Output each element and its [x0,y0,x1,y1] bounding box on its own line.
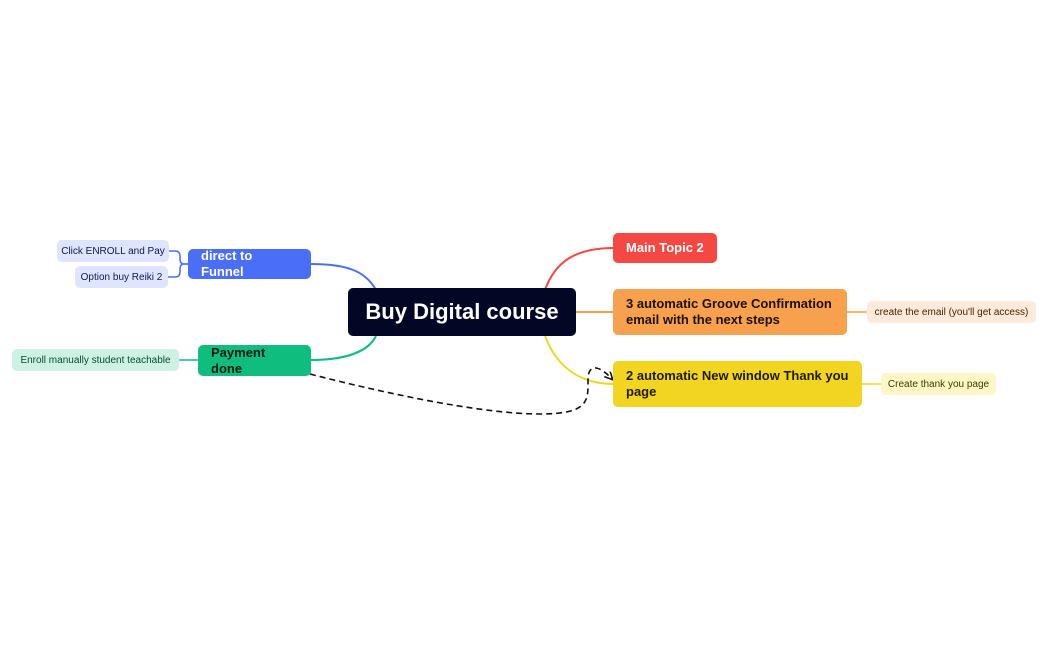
topic-label: 3 automatic Groove Confirmation email wi… [626,296,832,327]
topic-groove-confirmation[interactable]: 3 automatic Groove Confirmation email wi… [613,289,847,335]
subtopic-create-thank-you-page[interactable]: Create thank you page [881,373,996,395]
subtopic-option-buy-reiki-2[interactable]: Option buy Reiki 2 [75,266,168,288]
connector-thank-you-page [544,335,615,385]
topic-thank-you-page[interactable]: 2 automatic New window Thank you page [613,361,862,407]
relationship-link[interactable] [309,367,612,415]
subtopic-click-enroll-and-pay[interactable]: Click ENROLL and Pay [57,240,169,262]
central-topic[interactable]: Buy Digital course [348,288,576,336]
subtopic-label: create the email (you'll get access) [874,306,1029,318]
central-topic-label: Buy Digital course [365,299,559,324]
topic-payment-done[interactable]: Payment done [198,345,311,376]
connector-click-enroll [169,250,188,265]
topic-direct-to-funnel[interactable]: direct to Funnel [188,248,311,279]
topic-label: Main Topic 2 [626,240,704,255]
topic-label: Payment done [211,344,266,376]
subtopic-create-email[interactable]: create the email (you'll get access) [867,301,1036,323]
connector-main-topic-2 [544,247,615,291]
topic-label: direct to Funnel [201,248,253,279]
subtopic-label: Click ENROLL and Pay [61,245,165,257]
connector-option-reiki [167,263,188,278]
topic-label: 2 automatic New window Thank you page [626,368,849,399]
topic-main-topic-2[interactable]: Main Topic 2 [613,233,717,263]
subtopic-label: Option buy Reiki 2 [80,271,163,283]
subtopic-label: Create thank you page [887,378,990,390]
subtopic-enroll-manually[interactable]: Enroll manually student teachable [12,349,179,371]
connector-direct-to-funnel [309,263,377,291]
subtopic-label: Enroll manually student teachable [20,354,171,366]
connector-payment-done [309,335,377,361]
